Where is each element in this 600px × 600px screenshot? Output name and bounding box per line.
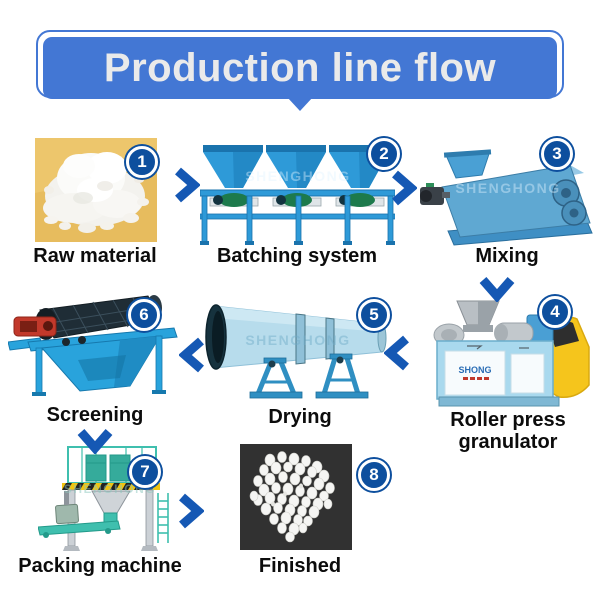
- roller-press-granulator-illustration: SHONG: [433, 300, 590, 407]
- mixing-machine-illustration: [420, 149, 593, 246]
- header-banner: Production line flow: [43, 37, 557, 99]
- step-badge-5: 5: [358, 299, 390, 331]
- step-badge-7: 7: [129, 456, 161, 488]
- finished-product-photo: [240, 444, 352, 550]
- header-notch: [287, 97, 313, 111]
- step-badge-4: 4: [539, 296, 571, 328]
- arrow-left-icon: [179, 337, 207, 373]
- batching-system-illustration: [200, 145, 395, 245]
- screening-machine-illustration: [8, 295, 178, 396]
- step-label-batching-system: Batching system: [216, 245, 378, 267]
- step-label-packing-machine: Packing machine: [18, 555, 182, 577]
- step-badge-2: 2: [368, 138, 400, 170]
- step-badge-6: 6: [128, 299, 160, 331]
- arrow-right-icon: [176, 493, 204, 529]
- raw-material-photo: [35, 138, 157, 242]
- step-label-finished: Finished: [258, 555, 342, 577]
- arrow-right-icon: [172, 167, 200, 203]
- step-label-drying: Drying: [268, 406, 332, 428]
- arrow-right-icon: [389, 170, 417, 206]
- drying-machine-illustration: [205, 304, 387, 399]
- machine-logo-text: SHONG: [458, 365, 491, 375]
- step-badge-1: 1: [126, 146, 158, 178]
- step-label-raw-material: Raw material: [33, 245, 157, 267]
- arrow-down-icon: [479, 274, 515, 302]
- packing-machine-illustration: [38, 446, 169, 551]
- step-label-mixing: Mixing: [475, 245, 539, 267]
- step-label-screening: Screening: [46, 404, 144, 426]
- arrow-left-icon: [384, 335, 412, 371]
- step-badge-3: 3: [541, 138, 573, 170]
- page-title: Production line flow: [103, 45, 497, 90]
- step-badge-8: 8: [358, 459, 390, 491]
- arrow-down-icon: [77, 426, 113, 454]
- step-label-roller-press-granulator: Roller press granulator: [450, 409, 566, 453]
